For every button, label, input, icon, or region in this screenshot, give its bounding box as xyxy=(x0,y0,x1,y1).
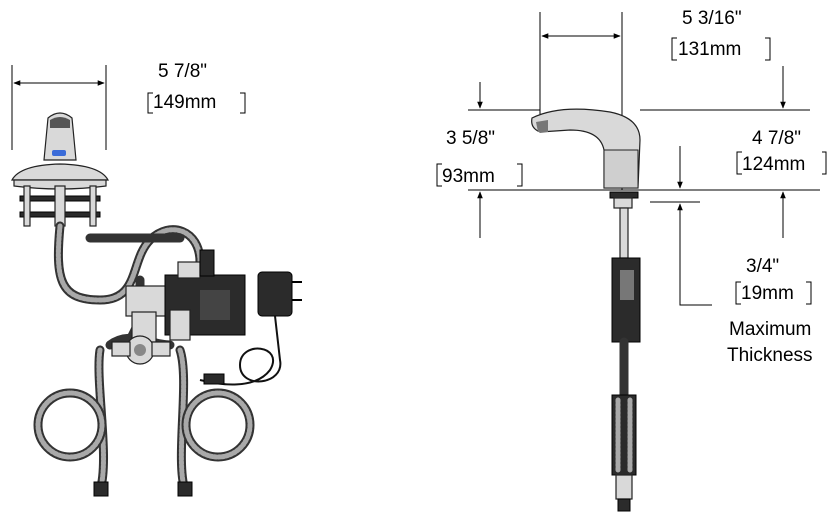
deck-thickness-inches: 3/4" xyxy=(746,256,779,277)
reach-inches: 5 3/16" xyxy=(682,8,742,29)
overall-height-dimension: 4 7/8" 124mm xyxy=(640,66,827,238)
mixing-valve xyxy=(111,285,171,365)
front-width-dimension: 5 7/8" 149mm xyxy=(11,61,246,150)
sensor-window xyxy=(52,150,66,156)
deck-thickness-note-2: Thickness xyxy=(727,345,813,366)
supply-hoses xyxy=(33,221,255,497)
spout-height-dimension: 3 5/8" 93mm xyxy=(436,82,700,238)
side-view: 5 3/16" 131mm 3 5/8" 93mm 4 7/8" 124mm xyxy=(436,8,827,512)
faucet-front xyxy=(10,112,110,227)
overall-height-inches: 4 7/8" xyxy=(752,128,801,149)
reach-mm: 131mm xyxy=(678,39,741,60)
spout-height-inches: 3 5/8" xyxy=(446,128,495,149)
front-view: 5 7/8" 149mm xyxy=(10,61,302,497)
deck-thickness-note-1: Maximum xyxy=(729,319,811,340)
front-width-mm: 149mm xyxy=(153,92,216,113)
spout-height-mm: 93mm xyxy=(442,166,495,187)
front-width-inches: 5 7/8" xyxy=(158,61,207,82)
reach-dimension: 5 3/16" 131mm xyxy=(539,8,771,190)
power-adapter xyxy=(199,271,302,386)
deck-thickness-dimension: 3/4" 19mm Maximum Thickness xyxy=(650,146,813,366)
overall-height-mm: 124mm xyxy=(742,154,805,175)
faucet-side xyxy=(531,108,641,512)
control-box xyxy=(164,249,246,341)
deck-thickness-mm: 19mm xyxy=(741,283,794,304)
